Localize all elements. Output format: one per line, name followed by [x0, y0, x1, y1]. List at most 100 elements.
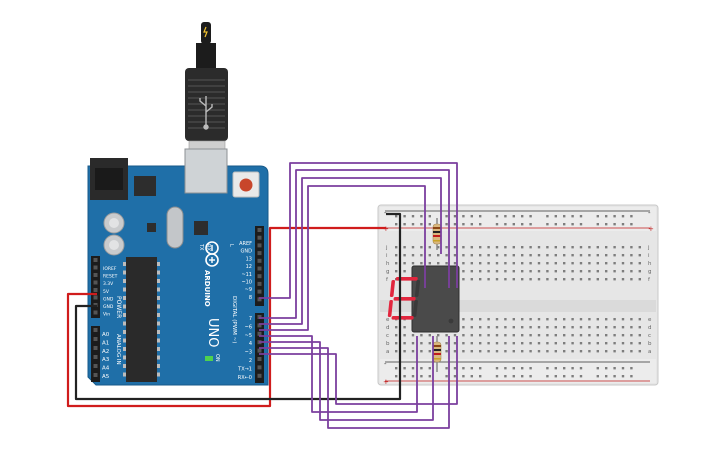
top-rail-plus-label-right: +: [648, 225, 654, 233]
top-rail-minus-label-right: -: [648, 209, 651, 217]
power-led: [205, 356, 213, 361]
digital-pin-label: ~9: [245, 287, 252, 293]
wire-segment-4: [259, 185, 426, 331]
power-header: [91, 256, 100, 318]
tx-led-label: TX: [198, 243, 204, 251]
row-letter: d: [386, 325, 390, 331]
display-segments: [387, 277, 421, 320]
segment-a: [395, 277, 418, 281]
row-letter: e: [386, 317, 390, 323]
segment-e: [387, 300, 393, 317]
top-rail-minus-label: -: [384, 209, 387, 217]
analog-pin-label: A2: [102, 349, 109, 355]
wire-segment-6: [259, 336, 434, 421]
bottom-power-rail: [380, 359, 656, 383]
usb-strain-relief: [196, 43, 216, 70]
lightning-icon: [203, 26, 208, 38]
digital-header-top: [255, 226, 264, 306]
row-letter: d: [648, 325, 652, 331]
header-holes: [93, 228, 262, 378]
segment-b: [414, 280, 421, 297]
digital-pin-label: 8: [249, 295, 252, 301]
digital-pin-label: ~6: [245, 324, 252, 330]
wires: [66, 162, 458, 429]
digital-pin-label: 13: [246, 256, 252, 262]
digital-header-label: DIGITAL (PWM ~): [231, 296, 237, 343]
usb-plug-collar: [188, 140, 226, 150]
row-letter: j: [647, 245, 650, 251]
power-pin-label: GND: [103, 304, 114, 310]
bottom-rail-minus-label: -: [384, 360, 387, 368]
usb-b-port: [184, 148, 228, 194]
row-letter: c: [648, 333, 651, 339]
row-letter: c: [386, 333, 389, 339]
row-letter: f: [648, 277, 651, 283]
digital-pin-label: ~5: [245, 333, 252, 339]
row-letter: a: [648, 349, 651, 355]
row-letter: f: [386, 277, 389, 283]
digital-pin-label: 7: [249, 316, 252, 322]
power-pin-label: 5V: [103, 289, 110, 295]
analog-pin-label: A0: [102, 332, 110, 338]
power-pin-label: Vin: [103, 312, 110, 318]
analog-pin-label: A1: [102, 340, 109, 346]
row-letter: h: [386, 261, 390, 267]
digital-pin-label: 4: [249, 341, 252, 347]
row-letter: b: [386, 341, 390, 347]
bottom-rail-plus-label: +: [383, 378, 389, 386]
voltage-regulator: [134, 176, 156, 196]
digital-pin-label: ~11: [241, 272, 252, 278]
usb-icon: [199, 96, 213, 130]
power-pin-label: 3.3V: [103, 281, 114, 287]
row-letter: i: [386, 253, 388, 259]
segment-d: [391, 316, 414, 320]
arduino-brand-text: ARDUINO: [203, 270, 211, 307]
digital-pin-label: 2: [249, 358, 252, 364]
digital-pin-label: 12: [246, 264, 252, 270]
row-letter: b: [648, 341, 652, 347]
small-chip: [147, 223, 156, 232]
seven-segment-display: [387, 265, 460, 333]
row-letter: a: [386, 349, 389, 355]
analog-pin-label: A5: [102, 374, 110, 380]
segment-c: [412, 300, 418, 317]
power-pin-label: GND: [103, 296, 114, 302]
power-pin-label: RESET: [103, 274, 118, 280]
wire-segment-1: [259, 162, 458, 299]
wire-segment-8: [259, 336, 458, 405]
wire-segment-2: [259, 169, 450, 319]
power-header-label: POWER: [115, 296, 122, 318]
digital-pin-label: ~3: [245, 350, 252, 356]
row-letter: h: [648, 261, 652, 267]
reset-button-cap[interactable]: [239, 178, 253, 192]
wire-segment-7: [259, 336, 450, 429]
arduino-logo: [205, 241, 219, 267]
rx-led-label: RX: [205, 244, 211, 251]
analog-header-label: ANALOG IN: [115, 334, 121, 365]
power-pin-label: IOREF: [103, 266, 117, 272]
digital-pin-label: GND: [241, 249, 253, 255]
digital-pin-label: TX→1: [237, 366, 252, 372]
wire-segment-5: [259, 335, 418, 413]
row-letter: g: [386, 269, 390, 275]
analog-pin-label: A4: [102, 366, 110, 372]
segment-f: [389, 280, 396, 297]
resistor-bottom: [432, 336, 442, 372]
row-letter: e: [648, 317, 652, 323]
atmega328-pins: [123, 262, 160, 377]
display-decimal-point: [448, 318, 454, 324]
arduino-model-text: UNO: [205, 318, 220, 347]
wire-segment-3: [259, 177, 442, 325]
segment-g: [393, 297, 416, 301]
analog-pin-label: A3: [102, 357, 110, 363]
breadboard-body: [377, 204, 659, 386]
row-letter: g: [648, 269, 652, 275]
breadboard-holes: [395, 215, 641, 378]
digital-pin-label: ~10: [241, 280, 252, 286]
atmega328-chip: [126, 257, 157, 382]
